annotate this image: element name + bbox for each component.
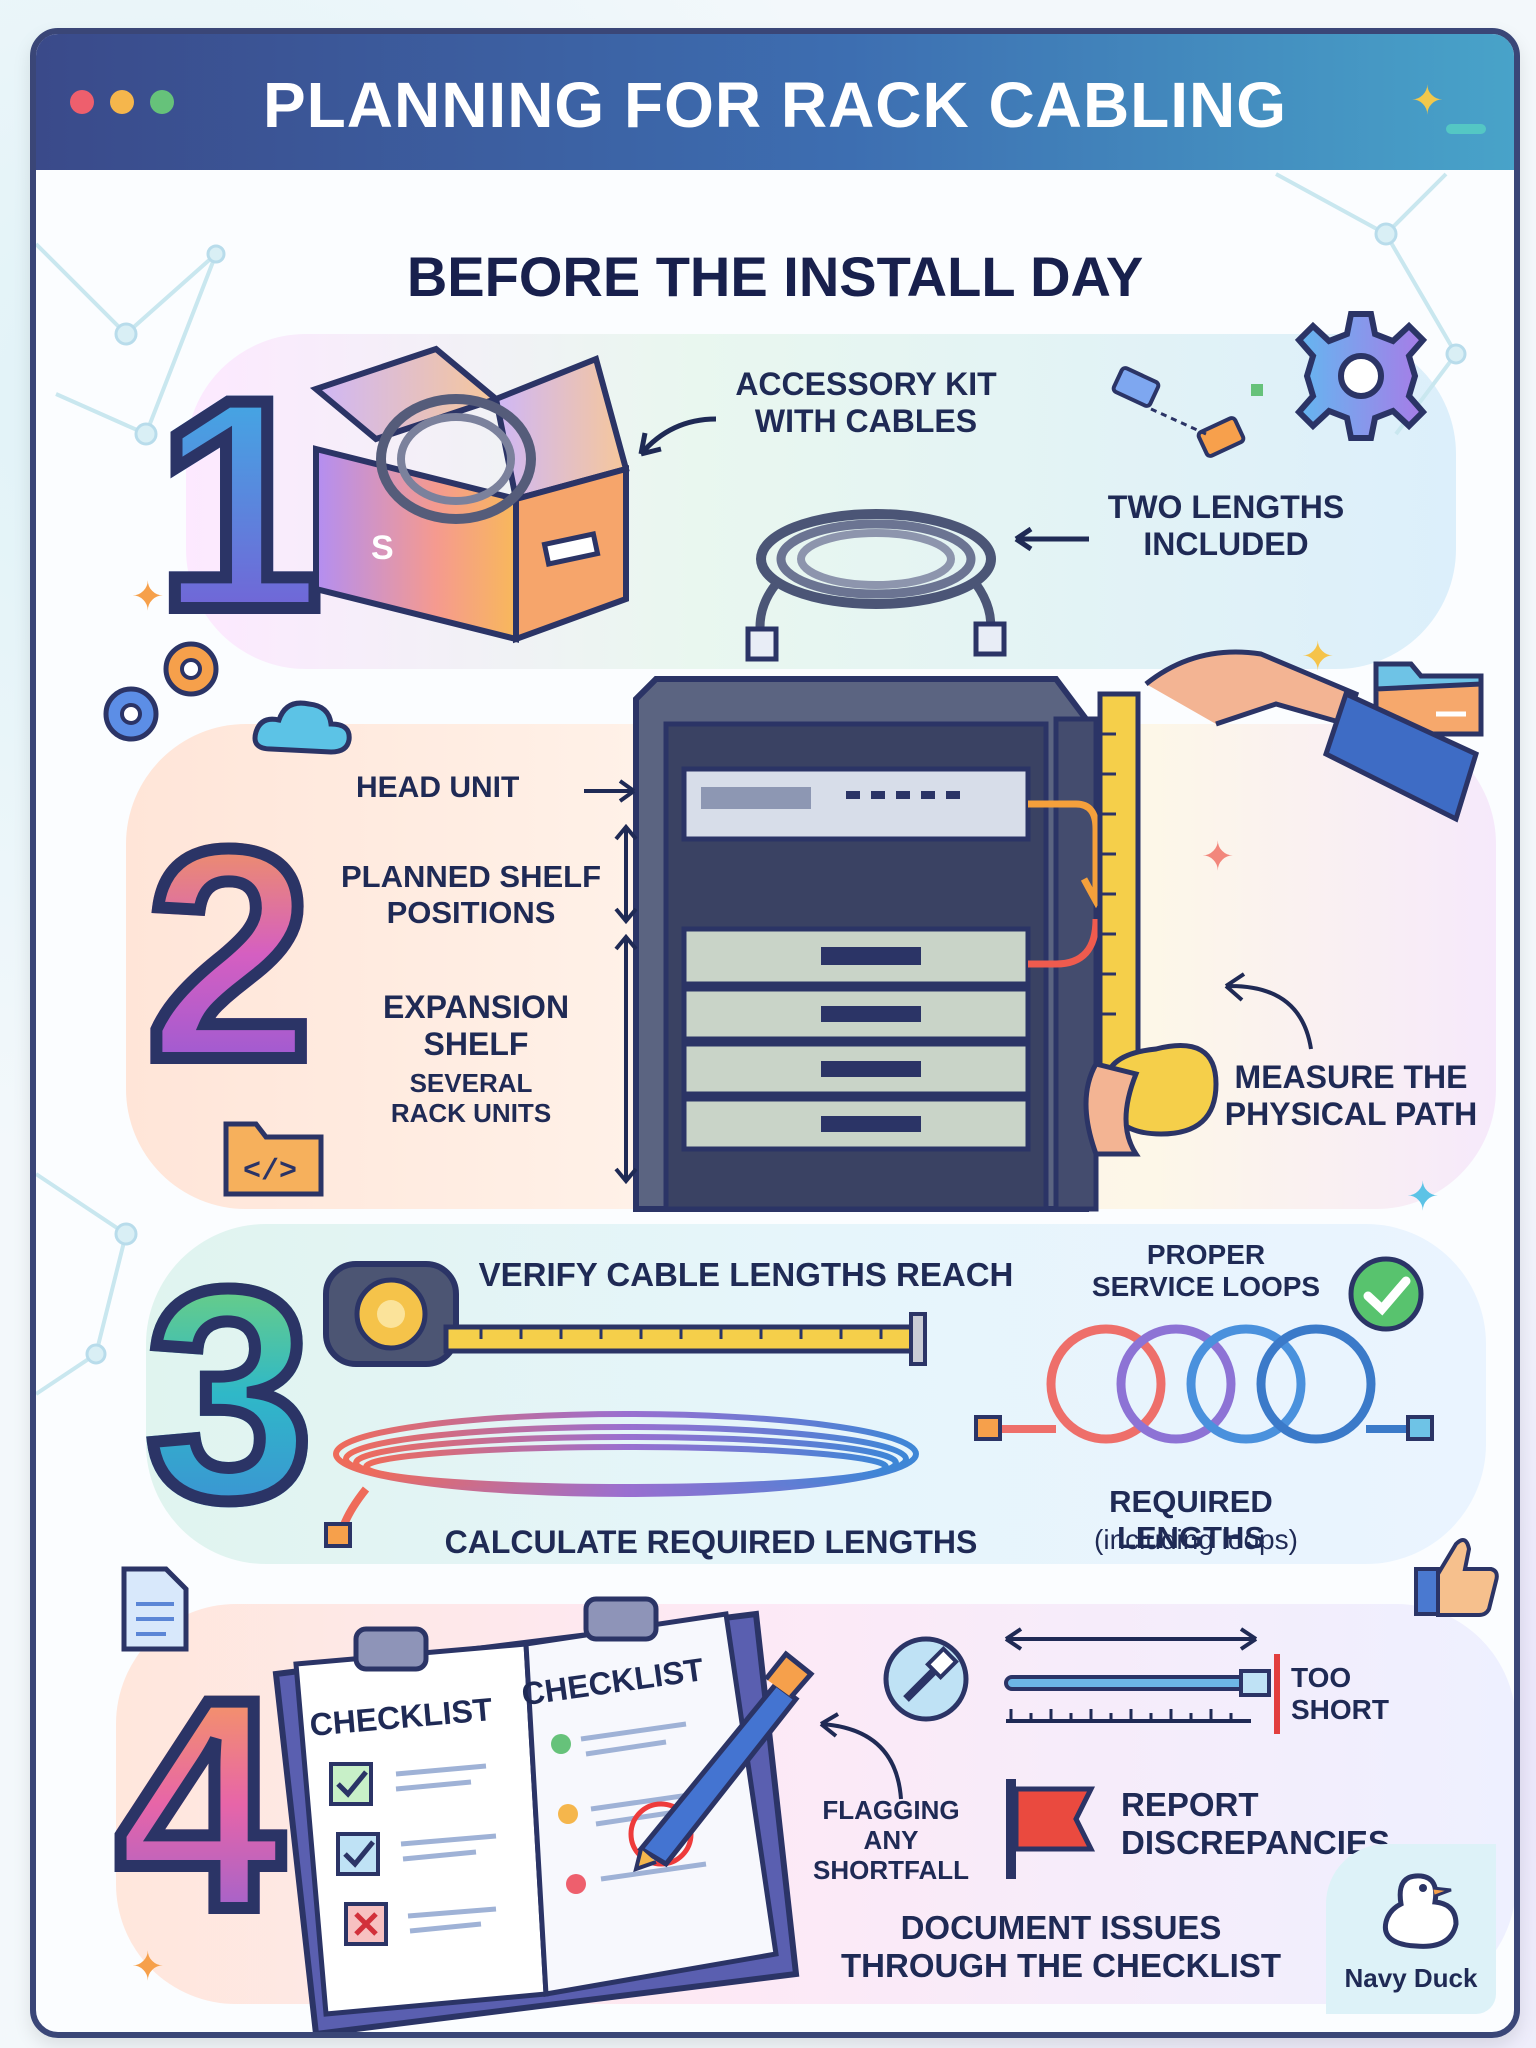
document-issues-label: DOCUMENT ISSUES THROUGH THE CHECKLIST bbox=[841, 1909, 1281, 1984]
accessory-kit-label: ACCESSORY KIT WITH CABLES bbox=[735, 366, 997, 439]
title-bar: PLANNING FOR RACK CABLING ✦ bbox=[36, 34, 1514, 170]
minimize-dot[interactable] bbox=[110, 90, 134, 114]
measure-path-label: MEASURE THE PHYSICAL PATH bbox=[1224, 1059, 1478, 1132]
maximize-dot[interactable] bbox=[150, 90, 174, 114]
planned-range-arrow bbox=[614, 823, 638, 925]
box-icon: S bbox=[309, 345, 630, 644]
step-1-number: 1 bbox=[150, 336, 329, 672]
step-4-number: 4 bbox=[110, 1636, 289, 1972]
head-unit-label: HEAD UNIT bbox=[356, 771, 520, 804]
arrow-to-tape bbox=[1224, 972, 1313, 1050]
sparkle-icon: ✦ bbox=[131, 575, 165, 619]
report-discrepancies-label: REPORT DISCREPANCIES bbox=[1121, 1786, 1390, 1861]
step-3-number: 3 bbox=[140, 1226, 319, 1562]
code-folder-icon: </> bbox=[223, 1121, 324, 1197]
cloud-icon bbox=[252, 700, 352, 755]
expansion-shelf-label: EXPANSION SHELF bbox=[382, 989, 570, 1062]
service-loops-label: PROPER SERVICE LOOPS bbox=[1091, 1239, 1321, 1303]
credit-badge: Navy Duck bbox=[1326, 1844, 1496, 2014]
minimize-bar-icon[interactable] bbox=[1446, 124, 1486, 134]
checkmark-icon bbox=[1348, 1256, 1424, 1332]
arrow-to-pen bbox=[819, 1712, 903, 1800]
duck-icon bbox=[1382, 1873, 1459, 1949]
required-lengths-label: REQUIRED LENGTHS bbox=[1109, 1484, 1273, 1555]
gear-icon bbox=[1294, 311, 1428, 441]
arrow-to-coil bbox=[1014, 526, 1089, 552]
several-rack-units-label: SEVERAL RACK UNITS bbox=[390, 1068, 552, 1128]
flag-icon bbox=[1006, 1779, 1096, 1879]
including-loops-label: (including loops) bbox=[1094, 1524, 1298, 1555]
sparkle-icon: ✦ bbox=[1410, 79, 1444, 123]
clipboard-icon bbox=[272, 1596, 815, 2032]
two-lengths-label: TWO LENGTHS INCLUDED bbox=[1107, 489, 1345, 562]
short-marker bbox=[1274, 1654, 1280, 1734]
page-subtitle: BEFORE THE INSTALL DAY bbox=[406, 245, 1144, 308]
close-dot[interactable] bbox=[70, 90, 94, 114]
svg-text:S: S bbox=[371, 529, 394, 567]
verify-lengths-label: VERIFY CABLE LENGTHS REACH bbox=[478, 1256, 1014, 1293]
cable-connector-icon bbox=[883, 1636, 969, 1722]
arrow-to-box bbox=[638, 416, 717, 457]
rack-icon bbox=[633, 676, 1112, 1212]
window-frame: PLANNING FOR RACK CABLING ✦ BEFORE THE I… bbox=[30, 28, 1520, 2038]
thumbs-up-icon bbox=[1414, 1538, 1499, 1617]
flagging-label: FLAGGING ANY SHORTFALL bbox=[813, 1795, 969, 1885]
tape-measure-icon bbox=[1083, 649, 1480, 1157]
too-short-label: TOO SHORT bbox=[1291, 1662, 1389, 1726]
credit-text: Navy Duck bbox=[1344, 1963, 1478, 1993]
step-2-number: 2 bbox=[140, 786, 319, 1122]
chip-icons-decoration bbox=[1111, 366, 1263, 458]
sparkle-icon: ✦ bbox=[1406, 1175, 1440, 1219]
gear-cluster-icon bbox=[103, 641, 219, 742]
cable-coil-icon bbox=[745, 509, 1007, 662]
cable-coil-icon bbox=[324, 1411, 919, 1548]
length-ruler-icon bbox=[1004, 1627, 1271, 1723]
sparkle-icon: ✦ bbox=[1201, 835, 1235, 879]
tape-measure-icon bbox=[323, 1261, 927, 1367]
sparkle-icon: ✦ bbox=[1301, 635, 1335, 679]
sparkle-icon: ✦ bbox=[131, 1945, 165, 1989]
expansion-range-arrow bbox=[614, 933, 638, 1185]
planned-shelf-positions-label: PLANNED SHELF POSITIONS bbox=[340, 859, 602, 930]
service-loops-icon bbox=[974, 1324, 1434, 1444]
window-title: PLANNING FOR RACK CABLING bbox=[262, 69, 1288, 141]
document-icon bbox=[121, 1566, 189, 1652]
arrow-to-head-unit bbox=[584, 779, 636, 803]
calculate-lengths-label: CALCULATE REQUIRED LENGTHS bbox=[444, 1524, 978, 1560]
svg-text:</>: </> bbox=[243, 1155, 297, 1189]
